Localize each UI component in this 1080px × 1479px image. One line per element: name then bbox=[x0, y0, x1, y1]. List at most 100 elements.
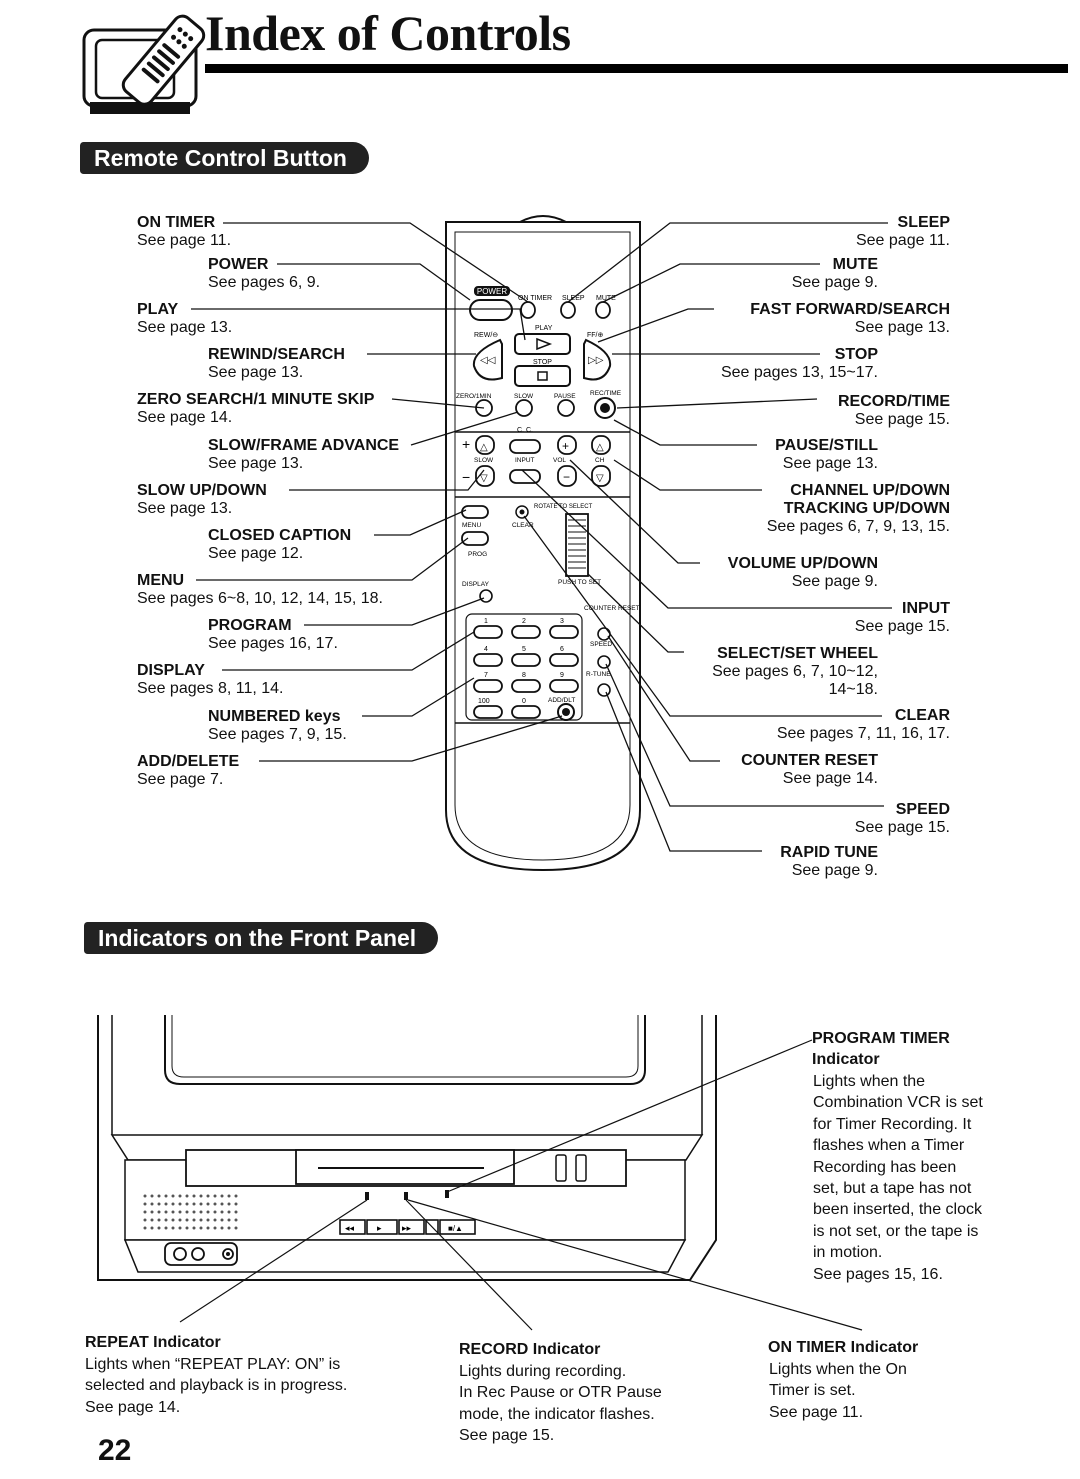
ref-clear: See pages 7, 11, 16, 17. bbox=[776, 725, 950, 742]
svg-text:◁◁: ◁◁ bbox=[480, 355, 496, 366]
label-speed: SPEED bbox=[895, 801, 950, 818]
remote-num-1: 1 bbox=[484, 618, 488, 625]
remote-num-3: 3 bbox=[560, 618, 564, 625]
remote-num-0: 0 bbox=[522, 698, 526, 705]
label-fast-forward: FAST FORWARD/SEARCH bbox=[750, 301, 950, 318]
svg-text:▷▷: ▷▷ bbox=[588, 355, 604, 366]
ref-select-wheel: See pages 6, 7, 10~12, bbox=[712, 663, 878, 680]
desc-record-indicator: Lights during recording. In Rec Pause or… bbox=[459, 1363, 662, 1445]
remote-label-power: POWER bbox=[477, 287, 507, 296]
remote-label-play: PLAY bbox=[535, 325, 553, 332]
svg-text:▽: ▽ bbox=[596, 473, 604, 484]
remote-label-vol: VOL bbox=[553, 457, 566, 464]
remote-num-100: 100 bbox=[478, 698, 490, 705]
svg-text:◂◂: ◂◂ bbox=[345, 1223, 355, 1233]
ref-display: See pages 8, 11, 14. bbox=[137, 680, 284, 697]
ref-on-timer: See page 11. bbox=[137, 232, 232, 249]
label-tracking-updown: TRACKING UP/DOWN bbox=[783, 500, 950, 517]
label-sleep: SLEEP bbox=[897, 214, 950, 231]
ref-stop: See pages 13, 15~17. bbox=[720, 364, 878, 381]
ref-channel-updown: See pages 6, 7, 9, 13, 15. bbox=[766, 518, 950, 535]
label-numbered-keys: NUMBERED keys bbox=[208, 708, 341, 725]
label-clear: CLEAR bbox=[894, 707, 950, 724]
label-counter-reset: COUNTER RESET bbox=[741, 752, 878, 769]
page-title: Index of Controls bbox=[205, 5, 571, 61]
ref-volume-updown: See page 9. bbox=[791, 573, 878, 590]
svg-text:+: + bbox=[562, 439, 569, 453]
label-select-wheel: SELECT/SET WHEEL bbox=[717, 645, 878, 662]
label-on-timer: ON TIMER bbox=[137, 214, 216, 231]
label-rewind: REWIND/SEARCH bbox=[208, 346, 345, 363]
svg-text:+: + bbox=[462, 436, 470, 452]
svg-text:△: △ bbox=[480, 442, 488, 453]
remote-num-4: 4 bbox=[484, 646, 488, 653]
remote-label-display: DISPLAY bbox=[462, 581, 490, 588]
label-program-timer: PROGRAM TIMER bbox=[812, 1030, 950, 1047]
label-add-delete: ADD/DELETE bbox=[137, 753, 240, 770]
svg-text:■/▲: ■/▲ bbox=[448, 1224, 463, 1233]
remote-label-push: PUSH TO SET bbox=[558, 579, 601, 586]
ref-closed-caption: See page 12. bbox=[208, 545, 304, 562]
ref-program: See pages 16, 17. bbox=[208, 635, 338, 652]
label-menu: MENU bbox=[137, 572, 185, 589]
ref-speed: See page 15. bbox=[854, 819, 950, 836]
svg-text:▽: ▽ bbox=[480, 473, 488, 484]
ref-input: See page 15. bbox=[854, 618, 950, 635]
remote-label-adddlt: ADD/DLT bbox=[548, 697, 575, 704]
label-program: PROGRAM bbox=[208, 617, 292, 634]
remote-num-7: 7 bbox=[484, 672, 488, 679]
ref-power: See pages 6, 9. bbox=[208, 274, 321, 291]
label-zero-search: ZERO SEARCH/1 MINUTE SKIP bbox=[137, 391, 375, 408]
label-program-timer-2: Indicator bbox=[812, 1051, 880, 1068]
remote-label-speed: SPEED bbox=[590, 641, 612, 648]
remote-label-rew: REW/⊖ bbox=[474, 332, 498, 339]
remote-label-rectime: REC/TIME bbox=[590, 390, 622, 397]
ref-add-delete: See page 7. bbox=[137, 771, 224, 788]
ref-numbered-keys: See pages 7, 9, 15. bbox=[208, 726, 347, 743]
label-input: INPUT bbox=[902, 600, 950, 617]
svg-text:△: △ bbox=[596, 442, 604, 453]
title-rule bbox=[205, 64, 1068, 73]
label-pause-still: PAUSE/STILL bbox=[775, 437, 878, 454]
remote-num-5: 5 bbox=[522, 646, 526, 653]
label-rapid-tune: RAPID TUNE bbox=[780, 844, 878, 861]
label-closed-caption: CLOSED CAPTION bbox=[208, 527, 352, 544]
remote-label-zero: ZERO/1MIN bbox=[456, 393, 492, 400]
remote-num-2: 2 bbox=[522, 618, 526, 625]
remote-num-6: 6 bbox=[560, 646, 564, 653]
remote-label-prog: PROG bbox=[468, 551, 487, 558]
desc-repeat-indicator: Lights when “REPEAT PLAY: ON” is selecte… bbox=[85, 1356, 348, 1416]
ref-play: See page 13. bbox=[137, 319, 233, 336]
svg-text:▸▸: ▸▸ bbox=[402, 1223, 412, 1233]
remote-label-counter: COUNTER RESET bbox=[584, 605, 640, 612]
remote-label-mute: MUTE bbox=[596, 295, 616, 302]
ref-sleep: See page 11. bbox=[855, 232, 950, 249]
power-button-shape bbox=[469, 299, 513, 321]
ref-select-wheel-2: 14~18. bbox=[828, 681, 878, 698]
remote-label-pause: PAUSE bbox=[554, 393, 576, 400]
svg-text:−: − bbox=[563, 470, 570, 484]
section-heading-remote: Remote Control Button bbox=[80, 142, 369, 174]
label-play: PLAY bbox=[137, 301, 179, 318]
remote-label-slow2: SLOW bbox=[474, 457, 494, 464]
label-power: POWER bbox=[208, 256, 269, 273]
remote-label-slow: SLOW bbox=[514, 393, 534, 400]
svg-text:▸: ▸ bbox=[377, 1223, 382, 1233]
remote-label-rtune: R-TUNE bbox=[586, 671, 611, 678]
ref-pause-still: See page 13. bbox=[782, 455, 878, 472]
label-volume-updown: VOLUME UP/DOWN bbox=[727, 555, 878, 572]
svg-text:−: − bbox=[462, 469, 470, 485]
remote-label-clear: CLEAR bbox=[512, 522, 534, 529]
remote-label-stop: STOP bbox=[533, 359, 552, 366]
ref-fast-forward: See page 13. bbox=[854, 319, 950, 336]
label-stop: STOP bbox=[834, 346, 878, 363]
ref-mute: See page 9. bbox=[791, 274, 878, 291]
ref-record-time: See page 15. bbox=[854, 411, 950, 428]
remote-label-input: INPUT bbox=[515, 457, 535, 464]
label-channel-updown: CHANNEL UP/DOWN bbox=[790, 482, 950, 499]
remote-label-rotate: ROTATE TO SELECT bbox=[534, 504, 593, 510]
ref-menu: See pages 6~8, 10, 12, 14, 15, 18. bbox=[137, 590, 383, 607]
label-slow-updown: SLOW UP/DOWN bbox=[137, 482, 267, 499]
ref-slow-frame: See page 13. bbox=[208, 455, 304, 472]
label-repeat-indicator: REPEAT Indicator bbox=[85, 1334, 221, 1351]
